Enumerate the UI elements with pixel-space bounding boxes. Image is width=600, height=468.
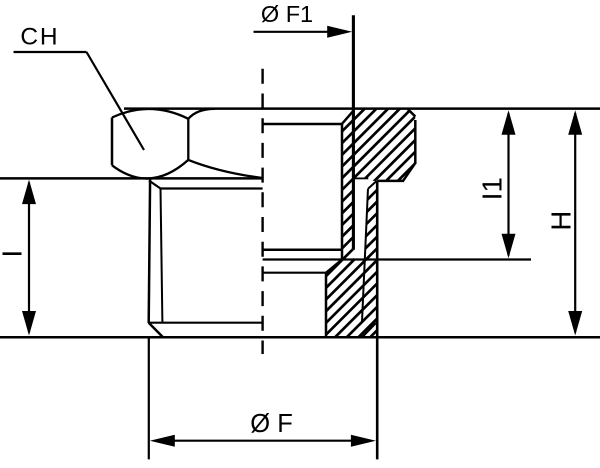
svg-text:I1: I1 xyxy=(477,177,508,200)
svg-text:CH: CH xyxy=(20,23,59,50)
svg-text:H: H xyxy=(545,211,576,231)
svg-text:Ø F: Ø F xyxy=(250,410,292,438)
svg-text:I: I xyxy=(0,250,28,258)
svg-text:Ø F1: Ø F1 xyxy=(261,1,313,27)
